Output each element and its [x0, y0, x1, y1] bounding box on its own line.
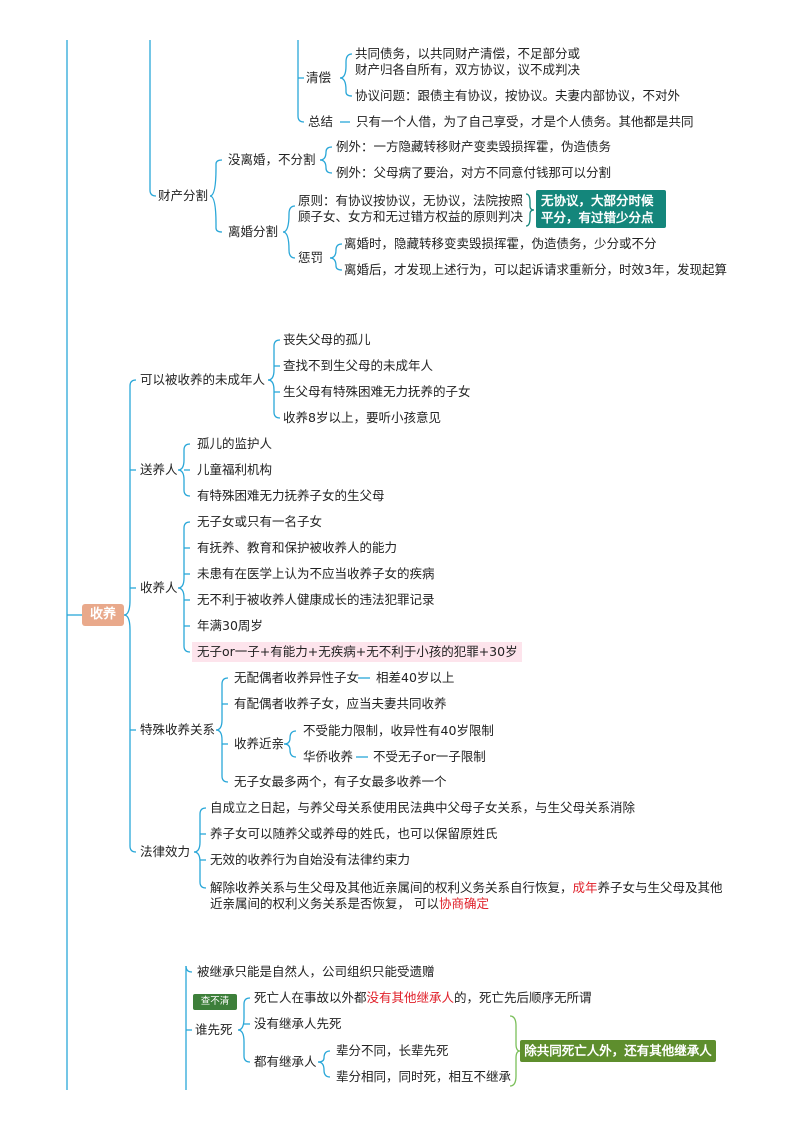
effect-item-4-part2: 养子女与生父母及其他 [597, 880, 723, 895]
repayment-rule-line2: 财产归各自所有，双方协议，议不成判决 [355, 62, 581, 77]
punishment-1: 离婚时，隐藏转移变卖毁损挥霍，伪造债务，少分或不分 [344, 236, 657, 251]
adoption-root-node: 收养 [82, 604, 124, 626]
effect-item-2: 养子女可以随养父或养母的姓氏，也可以保留原姓氏 [210, 826, 498, 841]
adoptable-item-4: 收养8岁以上，要听小孩意见 [283, 410, 441, 425]
effect-item-4-part1: 解除收养关系与生父母及其他近亲属间的权利义务关系自行恢复， [210, 880, 573, 895]
legal-effect-label: 法律效力 [140, 844, 191, 859]
special-adoption-label: 特殊收养关系 [140, 722, 216, 737]
principle-line1: 原则：有协议按协议，无协议，法院按照 [298, 193, 524, 208]
relative-item-2-detail: 不受无子or一子限制 [373, 749, 486, 764]
property-division-label: 财产分割 [158, 188, 209, 203]
adopter-label: 收养人 [140, 580, 178, 595]
adopter-summary: 无子or一子+有能力+无疾病+无不利于小孩的犯罪+30岁 [197, 644, 518, 659]
effect-item-1: 自成立之日起，与养父母关系使用民法典中父母子女关系，与生父母关系消除 [210, 800, 636, 815]
divorce-division-label: 离婚分割 [228, 224, 279, 239]
death-order-red: 没有其他继承人 [366, 990, 455, 1005]
death-order-part1: 死亡人在事故以外都 [254, 990, 367, 1005]
effect-item-4-adult: 成年 [572, 880, 598, 895]
relative-item-1: 不受能力限制，收异性有40岁限制 [303, 723, 494, 738]
effect-item-4-part3: 近亲属间的权利义务关系是否恢复， 可以 [210, 896, 439, 911]
special-item-4: 无子女最多两个，有子女最多收养一个 [234, 774, 447, 789]
adopter-summary-highlight [192, 642, 522, 662]
sender-item-2: 儿童福利机构 [197, 462, 273, 477]
effect-item-4-negotiate: 协商确定 [438, 896, 489, 911]
sender-item-1: 孤儿的监护人 [197, 436, 273, 451]
death-order-item-1: 死亡人在事故以外都没有其他继承人的，死亡先后顺序无所谓 [254, 990, 592, 1006]
sender-item-3: 有特殊困难无力抚养子女的生父母 [197, 488, 385, 503]
adopter-item-5: 年满30周岁 [197, 618, 263, 633]
adoptable-item-1: 丧失父母的孤儿 [283, 332, 371, 347]
agreement-issue: 协议问题：跟债主有协议，按协议。夫妻内部协议，不对外 [355, 88, 681, 103]
punishment-label: 惩罚 [298, 250, 324, 265]
principle-line2: 顾子女、女方和无过错方权益的原则判决 [298, 209, 524, 224]
relative-item-2: 华侨收养 [303, 749, 354, 764]
sender-label: 送养人 [140, 462, 178, 477]
repayment-label: 清偿 [306, 70, 332, 85]
heirs-item-1: 辈分不同，长辈先死 [336, 1043, 449, 1058]
adopter-item-1: 无子女或只有一名子女 [197, 514, 323, 529]
all-have-heirs-label: 都有继承人 [254, 1054, 317, 1069]
special-item-2: 有配偶者收养子女，应当夫妻共同收养 [234, 696, 447, 711]
special-item-1-detail: 相差40岁以上 [376, 670, 455, 685]
adopter-item-2: 有抚养、教育和保护被收养人的能力 [197, 540, 398, 555]
inheritance-item-1: 被继承只能是自然人，公司组织只能受遗赠 [197, 964, 435, 979]
adoptable-minors-label: 可以被收养的未成年人 [140, 372, 266, 387]
effect-item-3: 无效的收养行为自始没有法律约束力 [210, 852, 411, 867]
exception-2: 例外：父母病了要治，对方不同意付钱那可以分割 [336, 165, 612, 180]
heirs-item-2: 辈分相同，同时死，相互不继承 [336, 1069, 512, 1084]
effect-item-4-line1: 解除收养关系与生父母及其他近亲属间的权利义务关系自行恢复，成年养子女与生父母及其… [210, 880, 723, 896]
repayment-rule-line1: 共同债务，以共同财产清偿，不足部分或 [355, 46, 581, 61]
heirs-callout: 除共同死亡人外，还有其他继承人 [520, 1040, 716, 1062]
who-died-first-label: 谁先死 [195, 1022, 233, 1037]
exception-1: 例外：一方隐藏转移财产变卖毁损挥霍，伪造债务 [336, 139, 612, 154]
adoptable-item-2: 查找不到生父母的未成年人 [283, 358, 434, 373]
unclear-tag: 查不清 [193, 994, 237, 1010]
relative-adoption-label: 收养近亲 [234, 736, 285, 751]
death-order-item-2: 没有继承人先死 [254, 1016, 342, 1031]
summary-text: 只有一个人借，为了自己享受，才是个人债务。其他都是共同 [356, 114, 694, 129]
special-item-1: 无配偶者收养异性子女 [234, 670, 360, 685]
adoptable-item-3: 生父母有特殊困难无力抚养的子女 [283, 384, 471, 399]
principle-callout: 无协议，大部分时候平分，有过错少分点 [536, 190, 666, 228]
adopter-item-3: 未患有在医学上认为不应当收养子女的疾病 [197, 566, 435, 581]
adopter-item-4: 无不利于被收养人健康成长的违法犯罪记录 [197, 592, 435, 607]
punishment-2: 离婚后，才发现上述行为，可以起诉请求重新分，时效3年，发现起算 [344, 262, 727, 277]
death-order-part2: 的，死亡先后顺序无所谓 [454, 990, 592, 1005]
summary-label: 总结 [308, 114, 334, 129]
no-divorce-label: 没离婚，不分割 [228, 152, 316, 167]
effect-item-4-line2: 近亲属间的权利义务关系是否恢复， 可以协商确定 [210, 896, 489, 912]
